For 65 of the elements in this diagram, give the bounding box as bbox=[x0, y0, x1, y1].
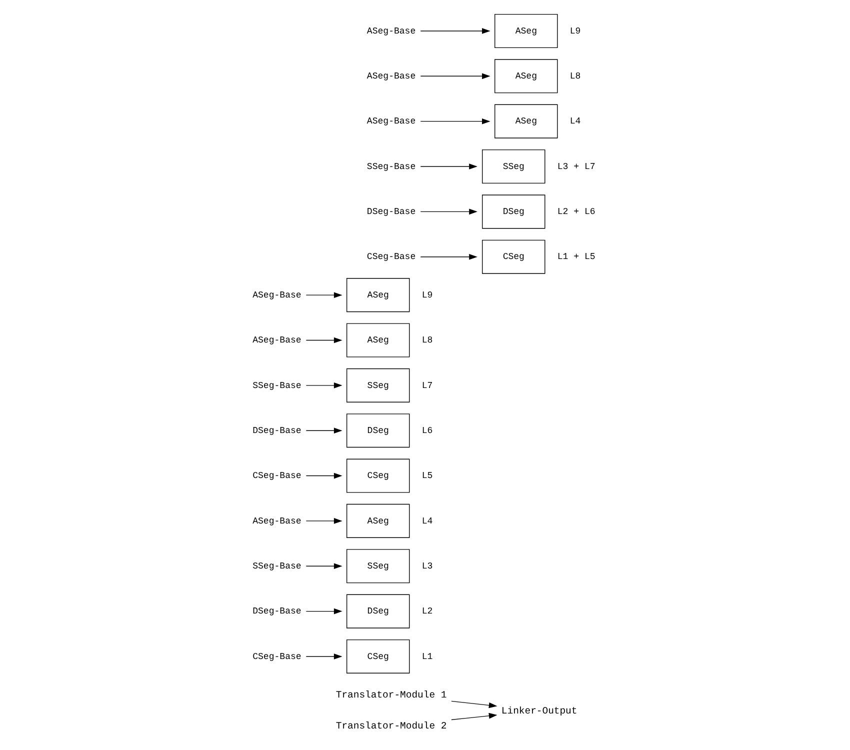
arrow bbox=[420, 208, 478, 215]
node-text: DSeg-Base bbox=[366, 206, 416, 218]
arrow bbox=[306, 337, 342, 344]
node-box: ASeg bbox=[494, 14, 558, 48]
node-box: CSeg bbox=[482, 240, 546, 274]
arrow bbox=[420, 164, 478, 170]
arrow bbox=[420, 28, 490, 34]
node-label: L9 bbox=[570, 25, 581, 36]
node-text: DSeg-Base bbox=[252, 424, 302, 436]
node-box: SSeg bbox=[346, 549, 410, 584]
node-label: L8 bbox=[422, 334, 433, 346]
arrow bbox=[420, 254, 478, 260]
arrow bbox=[306, 292, 342, 298]
arrow bbox=[306, 654, 342, 660]
node-box: ASeg bbox=[346, 504, 410, 538]
node-text: Translator-Module 2 bbox=[336, 720, 447, 732]
arrow bbox=[306, 382, 342, 388]
node-text: CSeg-Base bbox=[252, 650, 302, 662]
arrow bbox=[420, 73, 490, 80]
node-box: DSeg bbox=[346, 594, 410, 628]
arrow bbox=[451, 700, 498, 708]
node-label: L1 + L5 bbox=[557, 251, 596, 262]
node-label: L4 bbox=[422, 515, 433, 526]
node-box: SSeg bbox=[482, 149, 546, 184]
node-text: SSeg-Base bbox=[252, 380, 302, 391]
node-box: DSeg bbox=[482, 194, 546, 229]
node-label: L4 bbox=[570, 116, 581, 127]
arrow bbox=[451, 712, 498, 720]
node-box: CSeg bbox=[346, 458, 410, 493]
node-label: L3 + L7 bbox=[557, 160, 596, 172]
node-text: ASeg-Base bbox=[366, 116, 416, 127]
node-label: L3 bbox=[422, 560, 433, 572]
node-label: L2 bbox=[422, 606, 433, 617]
node-label: L5 bbox=[422, 470, 433, 482]
node-text: ASeg-Base bbox=[252, 515, 302, 526]
node-text: CSeg-Base bbox=[366, 251, 416, 262]
node-text: SSeg-Base bbox=[366, 160, 416, 172]
node-label: L2 + L6 bbox=[557, 206, 596, 218]
arrow bbox=[306, 428, 342, 434]
node-box: ASeg bbox=[494, 104, 558, 138]
node-label: L9 bbox=[422, 289, 433, 300]
node-text: CSeg-Base bbox=[252, 470, 302, 482]
node-text: DSeg-Base bbox=[252, 606, 302, 617]
arrow bbox=[306, 608, 342, 614]
node-text: SSeg-Base bbox=[252, 560, 302, 572]
node-box: ASeg bbox=[494, 59, 558, 94]
node-label: L7 bbox=[422, 380, 433, 391]
node-box: SSeg bbox=[346, 368, 410, 402]
node-text: ASeg-Base bbox=[252, 289, 302, 300]
node-text: Translator-Module 1 bbox=[336, 689, 447, 700]
node-box: ASeg bbox=[346, 278, 410, 312]
node-label: L6 bbox=[422, 424, 433, 436]
arrow bbox=[306, 563, 342, 570]
node-text: Linker-Output bbox=[501, 705, 578, 716]
node-text: ASeg-Base bbox=[366, 70, 416, 82]
arrow bbox=[306, 472, 342, 479]
arrow bbox=[306, 518, 342, 524]
node-box: DSeg bbox=[346, 414, 410, 448]
node-text: ASeg-Base bbox=[366, 25, 416, 36]
node-label: L8 bbox=[570, 70, 581, 82]
arrow bbox=[420, 118, 490, 124]
node-box: ASeg bbox=[346, 323, 410, 358]
node-text: ASeg-Base bbox=[252, 334, 302, 346]
node-label: L1 bbox=[422, 650, 433, 662]
node-box: CSeg bbox=[346, 639, 410, 674]
